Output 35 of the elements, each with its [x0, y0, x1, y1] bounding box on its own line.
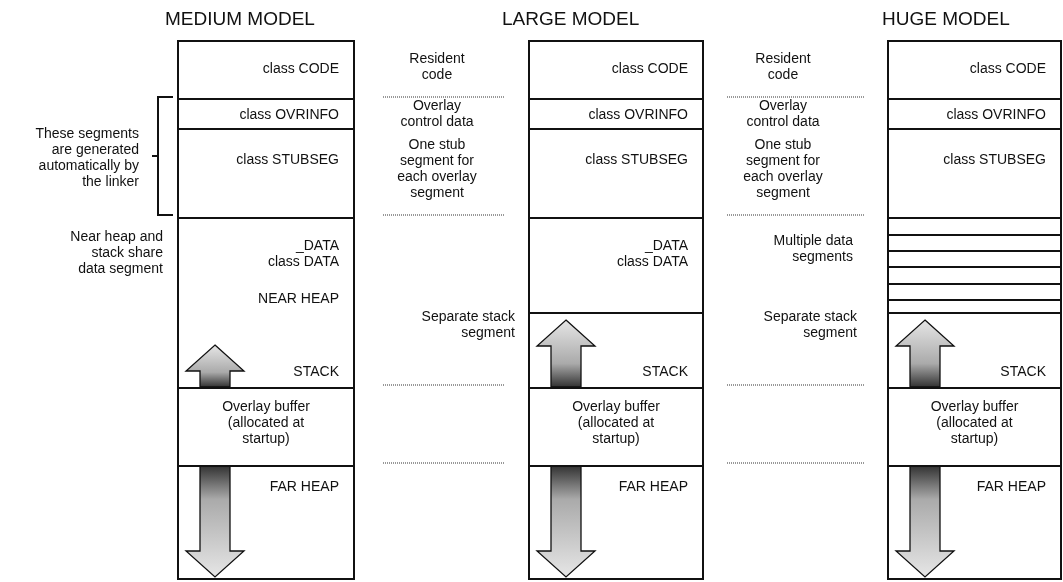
- column-heading: MEDIUM MODEL: [165, 8, 315, 30]
- segment-label: class STUBSEG: [236, 151, 339, 167]
- segment-label: class CODE: [969, 60, 1046, 76]
- segment-label: Overlay buffer (allocated at startup): [221, 398, 311, 446]
- segment-label: class OVRINFO: [588, 106, 688, 122]
- segment-label: class OVRINFO: [946, 106, 1046, 122]
- segment-label: FAR HEAP: [618, 478, 688, 494]
- segment-label: Overlay buffer (allocated at startup): [571, 398, 661, 446]
- annotation: Near heap and stack share data segment: [69, 228, 163, 276]
- column-heading: HUGE MODEL: [882, 8, 1010, 30]
- annotation: Separate stack segment: [421, 308, 515, 340]
- segment-label: FAR HEAP: [976, 478, 1046, 494]
- segment-label: STACK: [642, 363, 688, 379]
- annotation: One stub segment for each overlay segment: [396, 136, 478, 200]
- annotation: Separate stack segment: [763, 308, 857, 340]
- annotation: Multiple data segments: [772, 232, 853, 264]
- annotation: Resident code: [754, 50, 812, 82]
- column-heading: LARGE MODEL: [502, 8, 640, 30]
- segment-label: Overlay buffer (allocated at startup): [929, 398, 1020, 446]
- segment-label: class CODE: [611, 60, 688, 76]
- segment-label: class STUBSEG: [585, 151, 688, 167]
- segment-label: NEAR HEAP: [258, 290, 339, 306]
- segment-label: class STUBSEG: [943, 151, 1046, 167]
- segment-label: FAR HEAP: [269, 478, 339, 494]
- annotation: Overlay control data: [399, 97, 475, 129]
- annotation: Overlay control data: [745, 97, 821, 129]
- segment-label: STACK: [293, 363, 339, 379]
- bracket-note: These segments are generated automatically by the linker: [34, 125, 139, 189]
- annotation: Resident code: [408, 50, 466, 82]
- segment-label: class CODE: [262, 60, 339, 76]
- segment-label: _DATA class DATA: [615, 237, 688, 269]
- annotation: One stub segment for each overlay segment: [742, 136, 824, 200]
- segment-label: _DATA class DATA: [266, 237, 339, 269]
- segment-label: STACK: [1000, 363, 1046, 379]
- segment-label: class OVRINFO: [239, 106, 339, 122]
